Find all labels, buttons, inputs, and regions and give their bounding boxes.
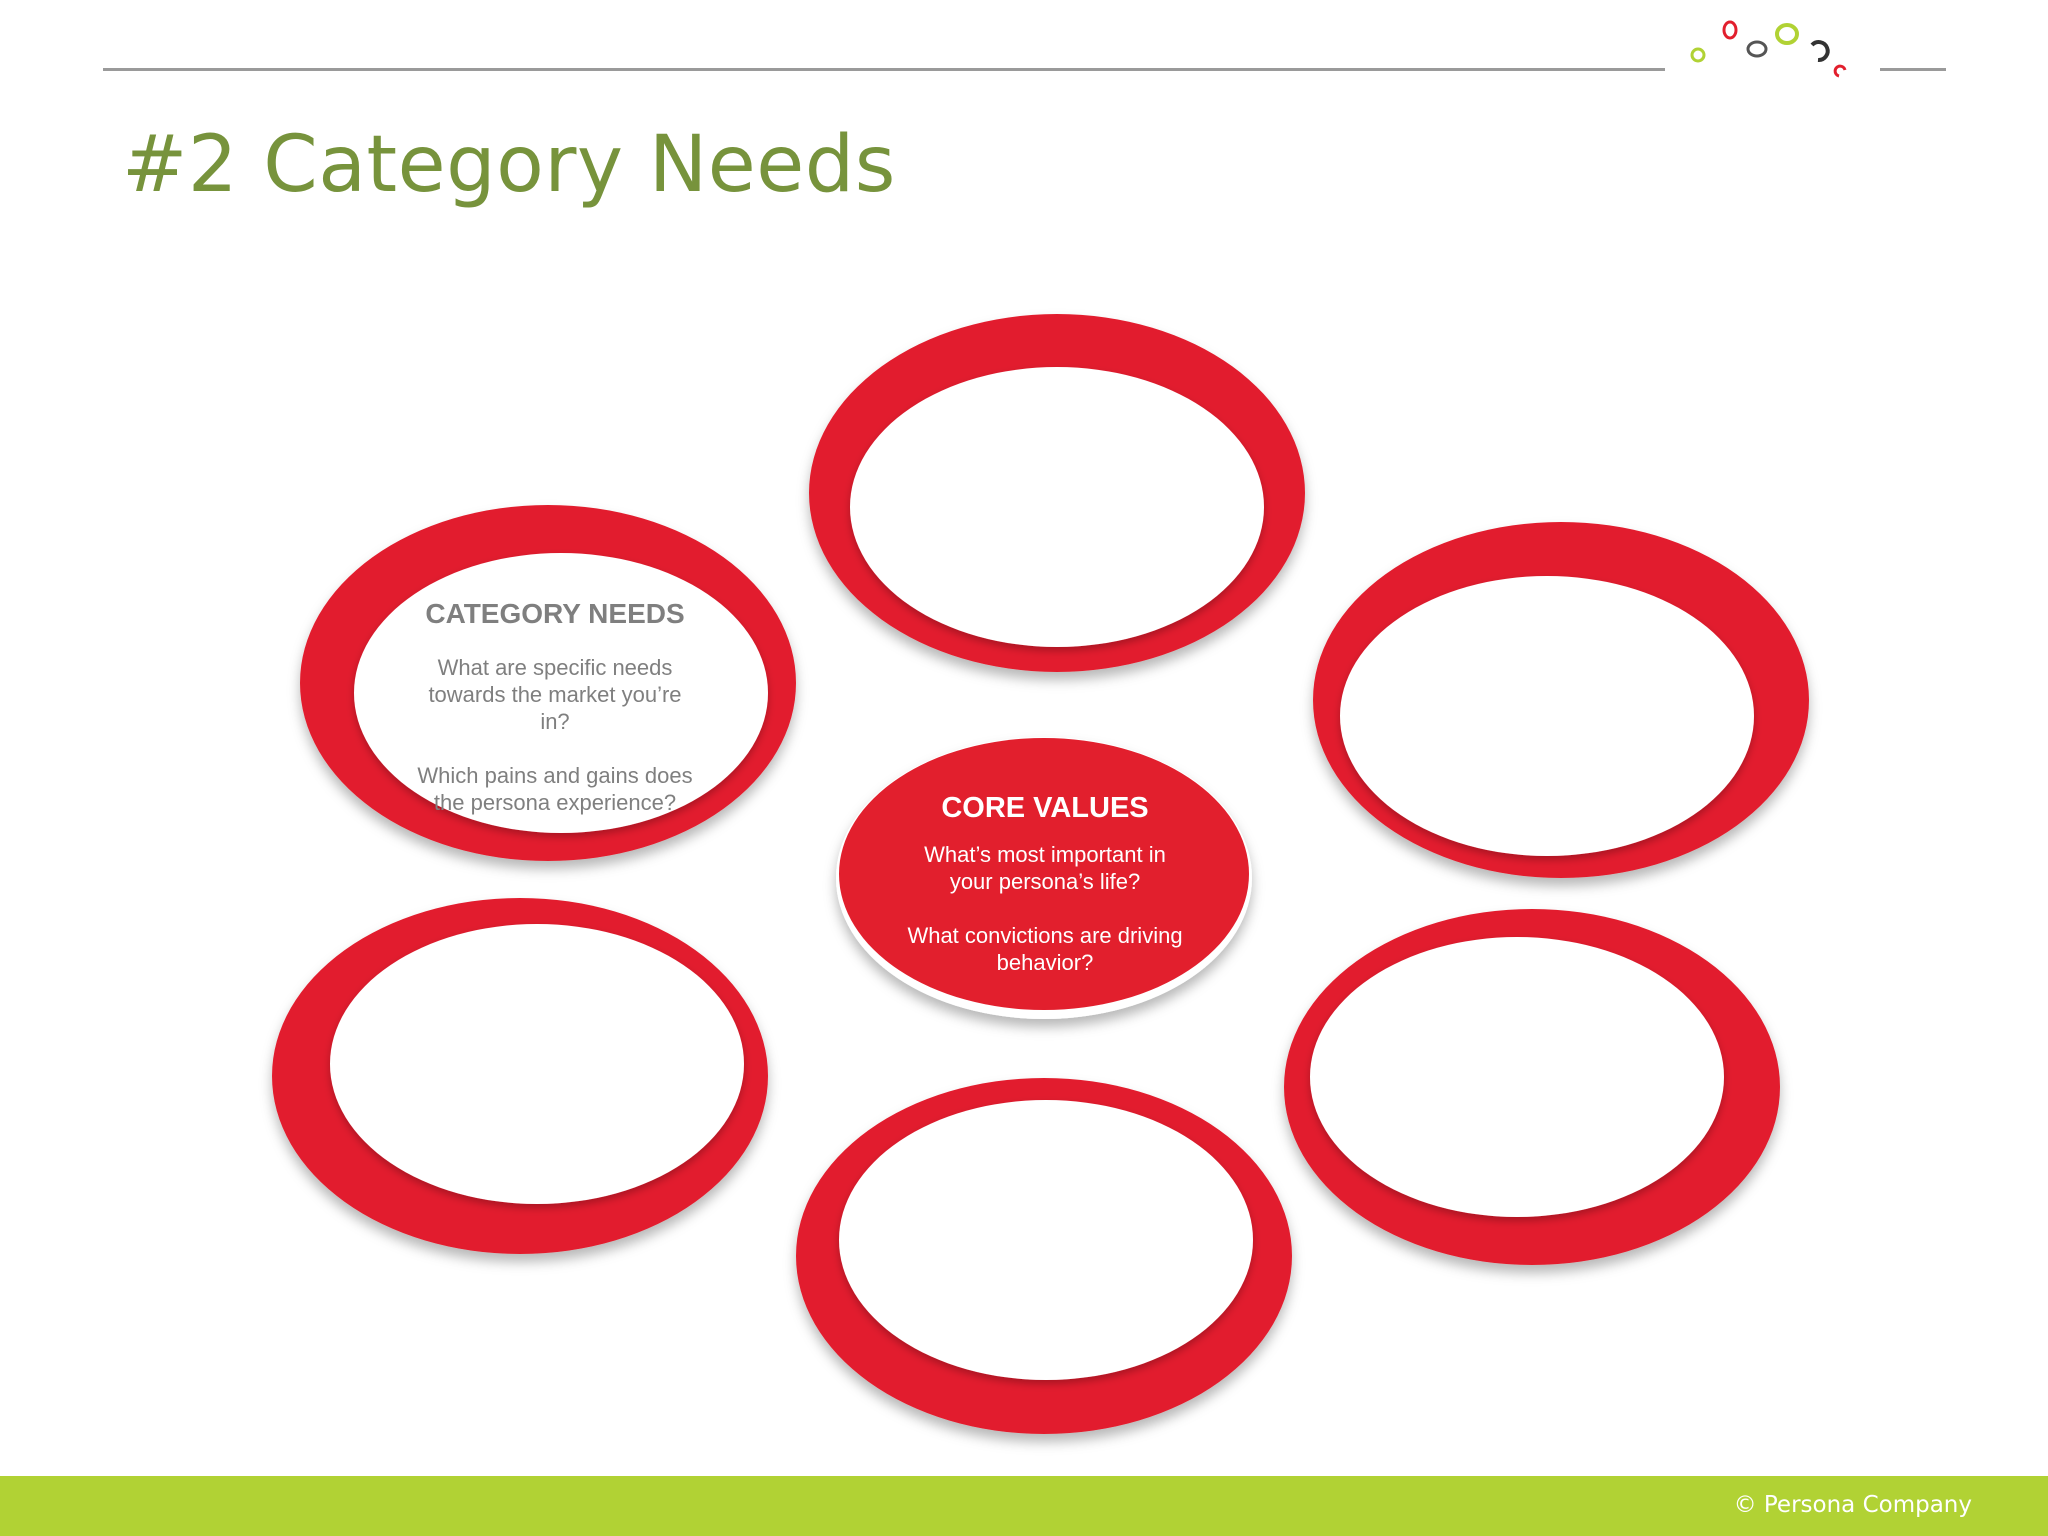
core-values-text: CORE VALUES What’s most important in you… [880, 792, 1210, 976]
core-values-bubble [836, 737, 1252, 1019]
ring-category-needs [300, 505, 796, 861]
category-needs-line: towards the market you’re [428, 682, 682, 707]
ring-top [809, 314, 1305, 672]
category-needs-line: the persona experience? [433, 790, 677, 815]
ring-bottom-right [1284, 909, 1780, 1265]
header-rule-right [1880, 68, 1946, 71]
footer-bar: © Persona Company [0, 1476, 2048, 1536]
core-values-line: behavior? [996, 950, 1094, 975]
core-values-line: What’s most important in [924, 842, 1166, 867]
category-needs-line: What are specific needs [437, 655, 673, 680]
core-values-line: What convictions are driving [907, 923, 1183, 948]
category-needs-heading: CATEGORY NEEDS [425, 598, 685, 629]
ring-bottom-left [272, 898, 768, 1254]
ring-bottom [796, 1078, 1292, 1434]
category-needs-line: Which pains and gains does [417, 763, 693, 788]
ring-top-right [1313, 522, 1809, 878]
page-title: #2 Category Needs [122, 120, 896, 210]
copyright-text: © Persona Company [1733, 1492, 1972, 1518]
header-rule-left [103, 68, 1665, 71]
persona-circles-logo-icon [1690, 20, 1847, 78]
core-values-heading: CORE VALUES [941, 792, 1149, 824]
category-needs-line: in? [540, 709, 570, 734]
core-values-line: your persona’s life? [949, 869, 1141, 894]
category-needs-text: CATEGORY NEEDS What are specific needs t… [395, 598, 715, 816]
